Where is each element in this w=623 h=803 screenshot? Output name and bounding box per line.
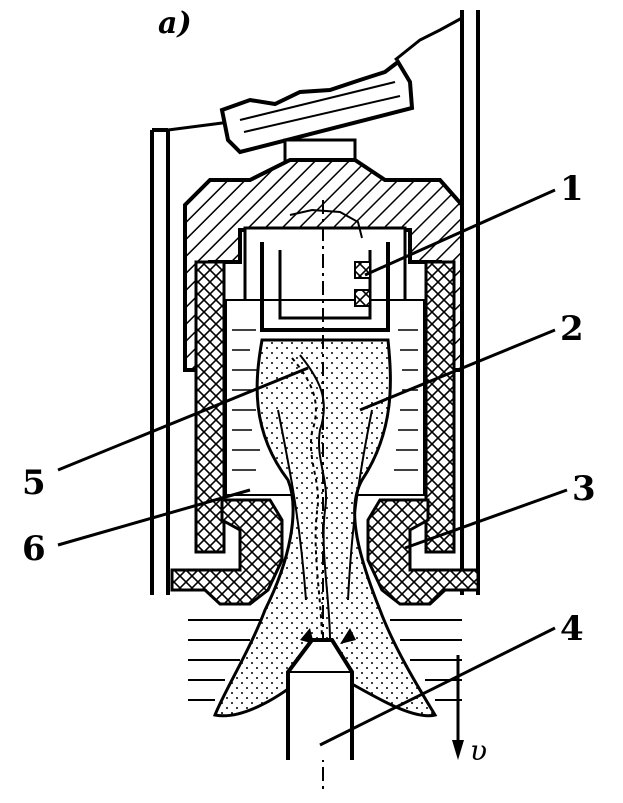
callout-4: 4	[560, 609, 584, 649]
callout-5: 5	[22, 463, 46, 503]
callout-1: 1	[560, 169, 584, 209]
lower-rod	[286, 638, 354, 760]
callout-6: 6	[22, 529, 46, 569]
leader-lines	[57, 188, 568, 747]
callout-2: 2	[560, 309, 584, 349]
callout-3: 3	[572, 469, 596, 509]
bottom-seal	[170, 498, 480, 606]
velocity-label: υ	[470, 734, 487, 767]
bath-surface	[188, 619, 462, 701]
top-bar	[219, 59, 415, 155]
panel-label: a)	[158, 6, 192, 41]
inner-electrode	[260, 208, 390, 332]
chamber-wall-right	[424, 260, 456, 554]
velocity-arrow	[452, 655, 464, 760]
